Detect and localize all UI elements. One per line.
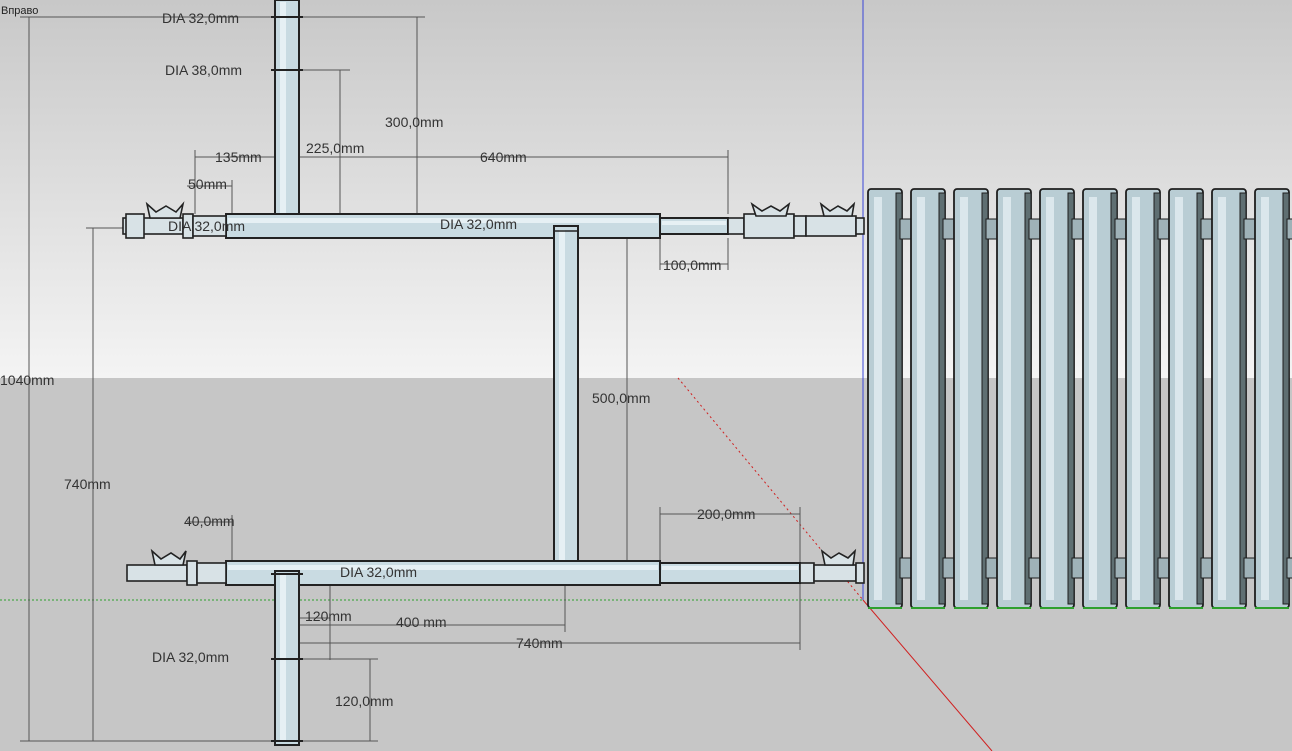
radiator-section xyxy=(1125,188,1170,609)
red-axis xyxy=(862,599,993,751)
dim-120-vertical: 120,0mm xyxy=(335,693,393,709)
top-right-valve-handle-2 xyxy=(819,201,856,217)
view-label: Вправо xyxy=(1,5,39,17)
sky-background xyxy=(0,0,1292,378)
top-riser-pipe xyxy=(274,0,300,227)
radiator xyxy=(867,188,1292,609)
dim-40: 40,0mm xyxy=(184,513,235,529)
dia-bottom-riser: DIA 32,0mm xyxy=(152,649,229,665)
dim-50: 50mm xyxy=(188,176,227,192)
dim-200: 200,0mm xyxy=(697,506,755,522)
radiator-section xyxy=(953,188,998,609)
fittings xyxy=(122,201,865,586)
top-right-valve-handle-1 xyxy=(750,201,791,217)
dia-top-riser-a: DIA 32,0mm xyxy=(162,10,239,26)
pipe-system xyxy=(225,0,801,746)
radiator-section xyxy=(910,188,955,609)
dimension-labels: DIA 32,0mm DIA 38,0mm 300,0mm 225,0mm 13… xyxy=(0,10,755,709)
bottom-left-valve-handle xyxy=(150,548,187,566)
top-left-valve-handle xyxy=(145,201,185,219)
radiator-section xyxy=(1082,188,1127,609)
dim-400: 400 mm xyxy=(396,614,447,630)
dim-225: 225,0mm xyxy=(306,140,364,156)
bypass-pipe xyxy=(553,225,579,573)
radiator-section xyxy=(1211,188,1256,609)
dim-135: 135mm xyxy=(215,149,262,165)
dia-top-left: DIA 32,0mm xyxy=(168,218,245,234)
bottom-right-valve-handle xyxy=(820,548,857,566)
dim-640: 640mm xyxy=(480,149,527,165)
radiator-section xyxy=(1254,188,1292,609)
dim-120-horizontal: 120mm xyxy=(305,608,352,624)
radiator-section xyxy=(867,188,912,609)
dim-740-horizontal: 740mm xyxy=(516,635,563,651)
dia-top-branch: DIA 32,0mm xyxy=(440,216,517,232)
dia-top-riser-b: DIA 38,0mm xyxy=(165,62,242,78)
radiator-section xyxy=(1168,188,1213,609)
top-branch-reduced-pipe xyxy=(659,217,729,235)
dim-1040: 1040mm xyxy=(0,372,54,388)
dim-740-vertical: 740mm xyxy=(64,476,111,492)
dimension-lines xyxy=(20,16,801,742)
dim-500: 500,0mm xyxy=(592,390,650,406)
dim-300: 300,0mm xyxy=(385,114,443,130)
radiator-section xyxy=(996,188,1041,609)
dia-bottom-branch: DIA 32,0mm xyxy=(340,564,417,580)
dim-100: 100,0mm xyxy=(663,257,721,273)
